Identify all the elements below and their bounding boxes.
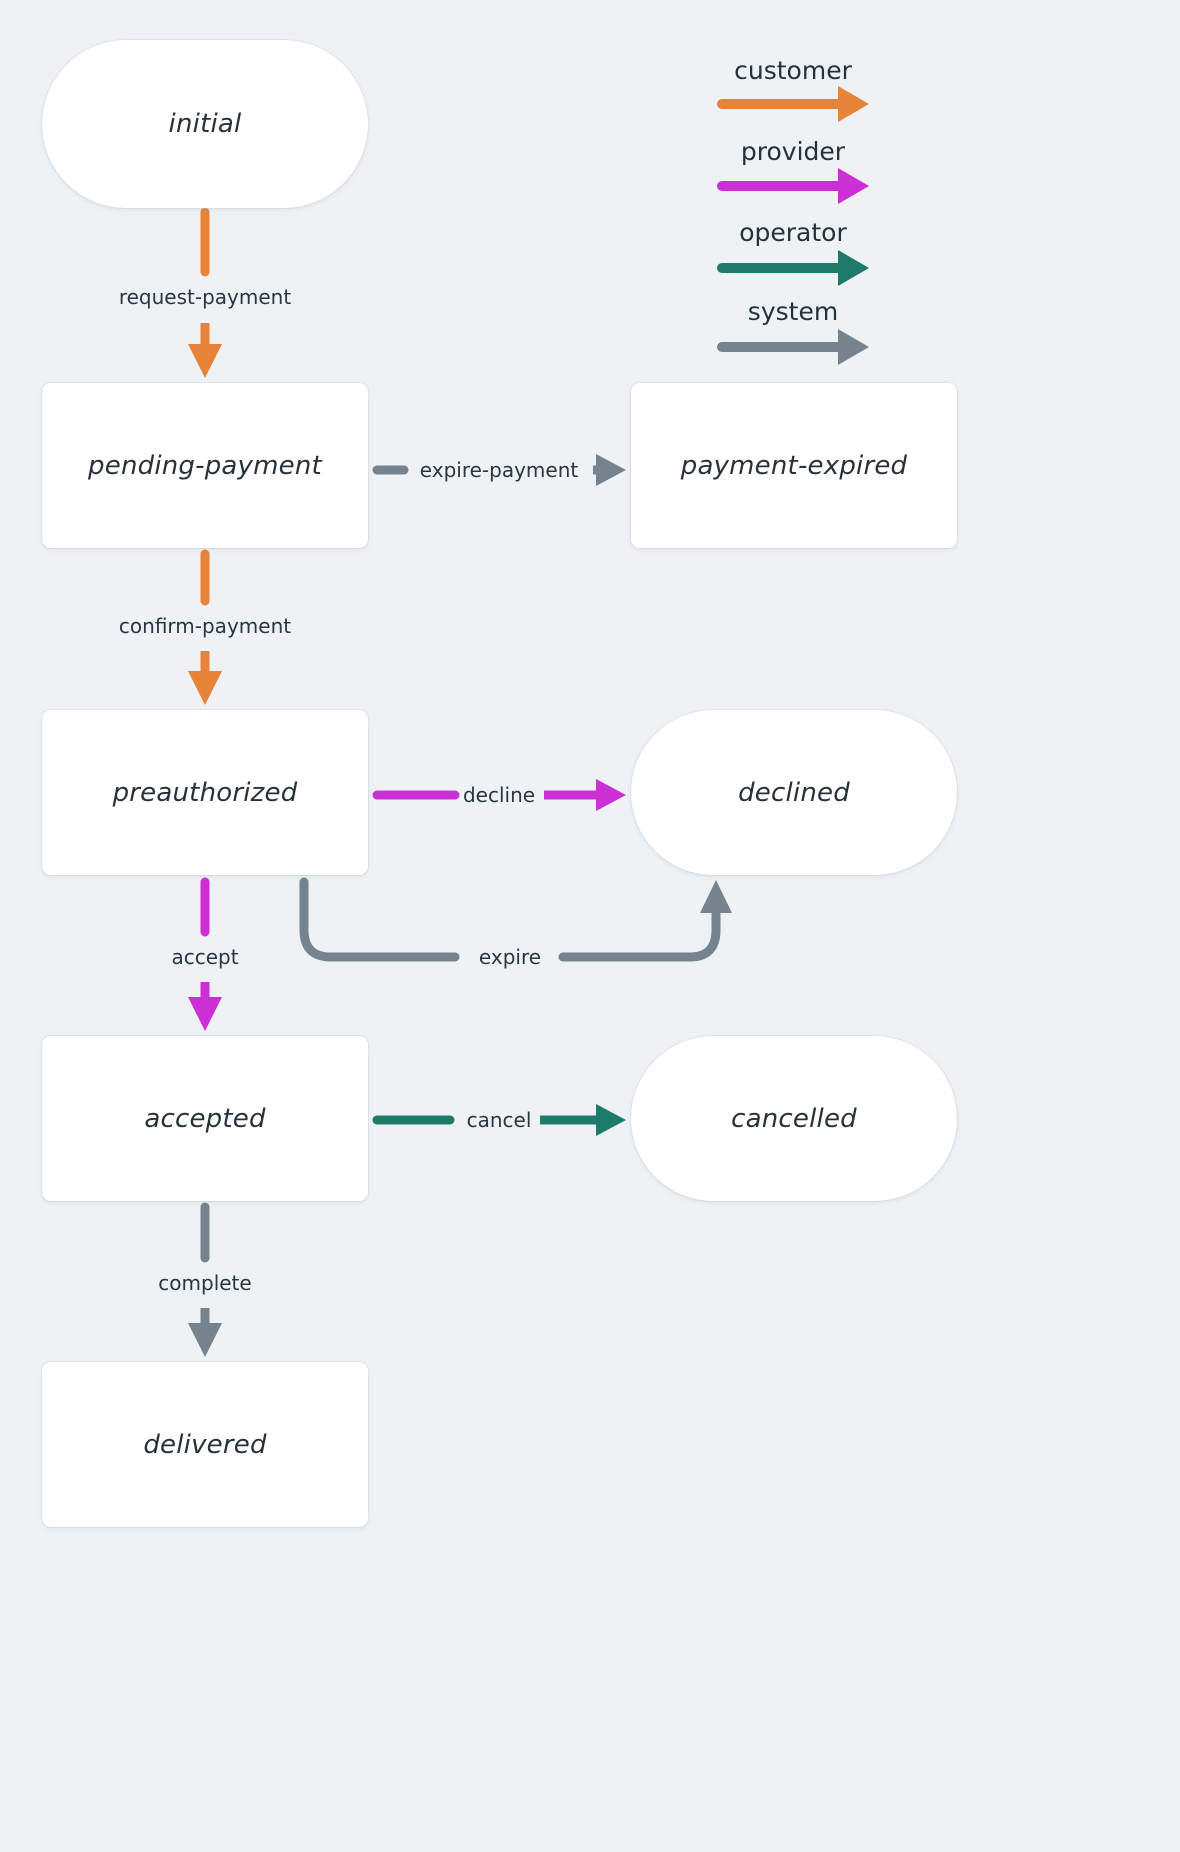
edge-label-cancel: cancel	[466, 1108, 532, 1132]
state-node-pending-payment[interactable]: pending-payment	[42, 383, 368, 548]
edge-confirm-payment	[188, 549, 222, 705]
state-node-payment-expired[interactable]: payment-expired	[631, 383, 957, 548]
edge-expire-payment	[372, 454, 626, 486]
state-node-accepted[interactable]: accepted	[42, 1036, 368, 1201]
edge-decline	[372, 779, 626, 811]
state-node-initial[interactable]: initial	[42, 40, 368, 208]
state-node-label: initial	[168, 109, 242, 139]
legend-arrow-customer	[717, 86, 869, 122]
legend-arrow-operator	[717, 250, 869, 286]
edge-label-confirm-payment: confirm-payment	[118, 614, 292, 638]
state-node-delivered[interactable]: delivered	[42, 1362, 368, 1527]
legend-label-customer: customer	[734, 56, 852, 85]
edge-request-payment	[188, 207, 222, 378]
state-node-cancelled[interactable]: cancelled	[631, 1036, 957, 1201]
edge-label-request-payment: request-payment	[118, 285, 292, 309]
edge-label-decline: decline	[462, 783, 536, 807]
state-node-preauthorized[interactable]: preauthorized	[42, 710, 368, 875]
edge-label-complete: complete	[158, 1271, 252, 1295]
edge-cancel	[372, 1104, 626, 1136]
edge-label-accept: accept	[171, 945, 239, 969]
state-node-label: delivered	[143, 1429, 267, 1460]
state-node-label: accepted	[144, 1103, 266, 1134]
edge-expire	[299, 877, 732, 962]
edge-accept	[188, 877, 222, 1031]
state-node-declined[interactable]: declined	[631, 710, 957, 875]
legend-label-provider: provider	[740, 137, 846, 166]
state-node-label: cancelled	[731, 1103, 857, 1134]
state-node-label: declined	[738, 777, 850, 808]
edge-label-expire-payment: expire-payment	[419, 458, 579, 482]
edge-complete	[188, 1202, 222, 1357]
state-node-label: pending-payment	[88, 450, 322, 481]
state-node-label: payment-expired	[680, 450, 908, 481]
legend-label-system: system	[747, 297, 839, 326]
edge-label-expire: expire	[478, 945, 542, 969]
state-node-label: preauthorized	[112, 777, 298, 808]
legend-arrow-provider	[717, 168, 869, 204]
legend-arrow-system	[717, 329, 869, 365]
legend-label-operator: operator	[739, 218, 847, 247]
